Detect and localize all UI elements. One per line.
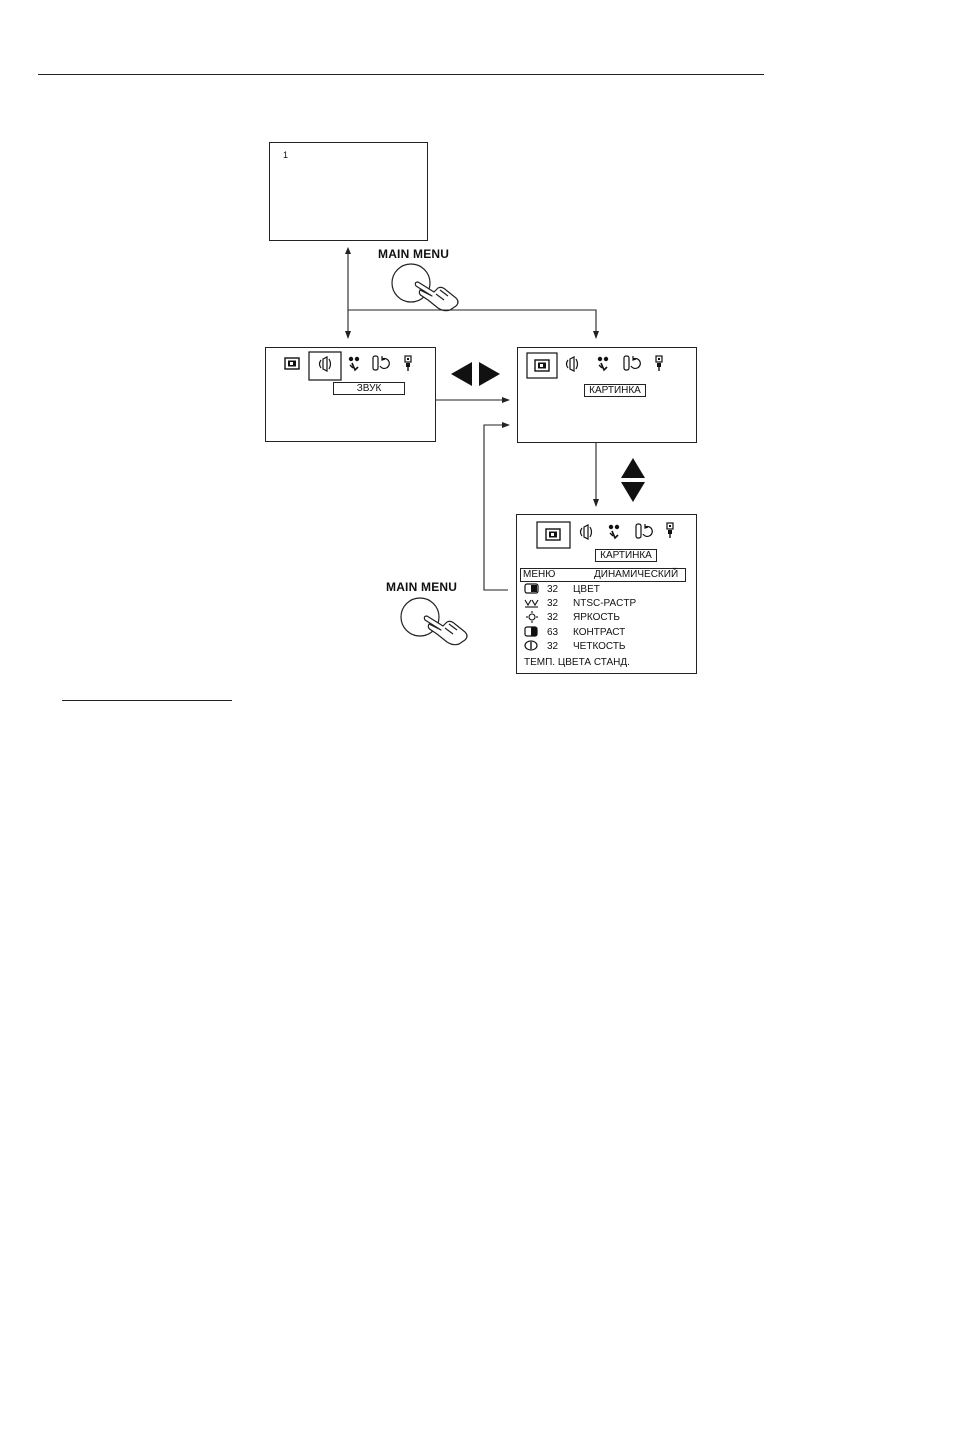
sound-icon [320,357,331,371]
left-arrow-icon [451,362,472,386]
sharpness-icon [525,641,537,650]
setup-icon [624,356,640,370]
up-arrow-icon [621,458,645,478]
color-icon [525,584,538,593]
ntsc-icon [525,600,538,607]
feature-icon [598,357,608,370]
up-down-arrows [621,458,645,502]
feature-icon [349,357,359,370]
left-right-arrows [451,362,500,386]
arrowhead-up [345,247,351,254]
right-arrow-icon [479,362,500,386]
install-icon [667,523,673,538]
brightness-icon [526,611,538,623]
picture-icon [535,360,549,371]
picture-icon [285,358,299,369]
install-icon [656,356,662,371]
install-icon [405,356,411,371]
picture-settings-icons [537,522,673,548]
feature-icon [609,525,619,538]
setup-icon [636,524,652,538]
menu-row-icons [525,584,538,650]
picture-screen-icons [527,353,662,378]
sound-icon [581,525,592,539]
settings-return-link [484,425,509,590]
contrast-icon [525,627,537,636]
sound-icon [567,357,578,371]
down-arrow-icon [621,482,645,502]
picture-icon [546,529,560,540]
sound-screen-icons [285,352,411,380]
setup-icon [373,356,389,370]
tv-picture-link [348,310,596,338]
